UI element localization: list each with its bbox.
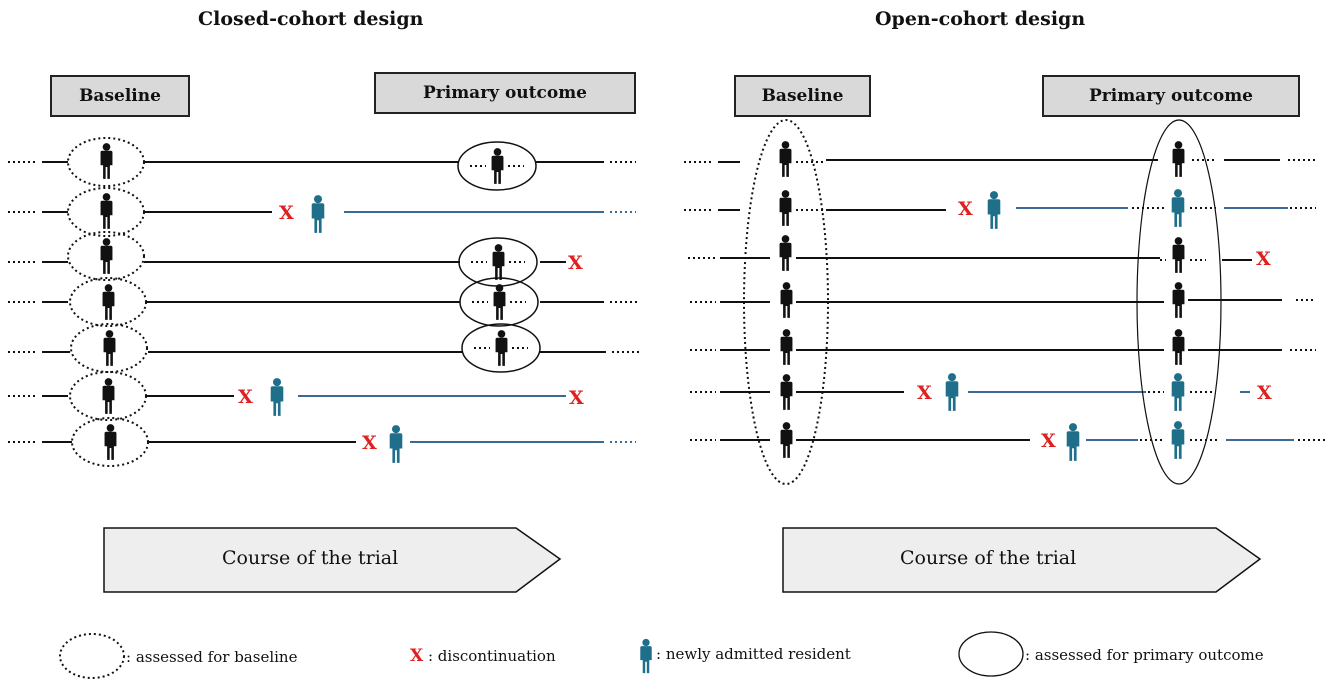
discontinuation-x-mark: X <box>279 202 294 224</box>
closed-baseline-label: Baseline <box>79 86 161 106</box>
discontinuation-x-mark: X <box>1041 430 1056 452</box>
closed-course-arrow <box>103 527 562 593</box>
discontinuation-x-mark: X <box>362 432 377 454</box>
legend-outcome-text: : assessed for primary outcome <box>1025 646 1264 664</box>
discontinuation-x-mark: X <box>1256 248 1271 270</box>
open-cohort-title: Open-cohort design <box>875 8 1086 30</box>
closed-outcome-label: Primary outcome <box>423 83 587 103</box>
open-baseline-label: Baseline <box>761 86 844 106</box>
open-outcome-box: Primary outcome <box>1042 75 1300 117</box>
discontinuation-x-mark: X <box>238 386 253 408</box>
closed-course-label: Course of the trial <box>222 547 399 569</box>
legend-new-resident-icon <box>640 638 652 674</box>
closed-cohort-title: Closed-cohort design <box>198 8 424 30</box>
discontinuation-x-mark: X <box>569 387 584 409</box>
open-course-arrow <box>782 527 1262 593</box>
closed-cohort-diagram <box>8 137 640 467</box>
open-course-label: Course of the trial <box>900 547 1077 569</box>
legend-x-icon: X <box>410 646 424 666</box>
legend-discontinuation: X : discontinuation <box>410 646 556 666</box>
discontinuation-x-mark: X <box>917 382 932 404</box>
open-baseline-box: Baseline <box>734 75 871 117</box>
legend-solid-ellipse-icon <box>958 631 1024 677</box>
open-cohort-diagram <box>684 119 1326 485</box>
discontinuation-x-mark: X <box>1257 382 1272 404</box>
legend-baseline-text: : assessed for baseline <box>126 648 298 666</box>
open-outcome-label: Primary outcome <box>1089 86 1253 106</box>
discontinuation-x-mark: X <box>958 198 973 220</box>
legend-discontinuation-text: : discontinuation <box>427 647 556 665</box>
legend-dotted-ellipse-icon <box>59 633 125 679</box>
closed-outcome-box: Primary outcome <box>374 72 636 114</box>
closed-baseline-box: Baseline <box>50 75 190 117</box>
discontinuation-x-mark: X <box>568 252 583 274</box>
legend-new-resident-text: : newly admitted resident <box>656 645 851 663</box>
